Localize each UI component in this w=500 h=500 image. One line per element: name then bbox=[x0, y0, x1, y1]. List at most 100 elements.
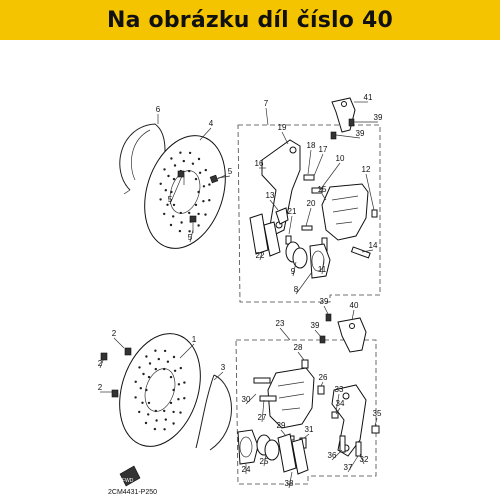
disc-bolt-lower-3 bbox=[111, 389, 119, 398]
callout-26: 26 bbox=[319, 373, 328, 382]
bolt-39-lower-b bbox=[319, 335, 326, 344]
callout-28: 28 bbox=[294, 343, 303, 352]
leader-line bbox=[307, 149, 312, 175]
disc-hole bbox=[169, 223, 173, 227]
disc-hole bbox=[134, 396, 137, 399]
leader-line bbox=[169, 175, 183, 205]
disc-hole bbox=[178, 229, 182, 233]
disc-hole bbox=[197, 224, 200, 227]
disc-hole bbox=[172, 177, 176, 181]
callout-33: 33 bbox=[335, 385, 344, 394]
disc-hole bbox=[166, 360, 170, 363]
disc-bolt-lower-1 bbox=[124, 347, 132, 356]
callout-2: 2 bbox=[112, 329, 117, 338]
disc-hole bbox=[198, 171, 202, 174]
callout-24: 24 bbox=[242, 465, 251, 474]
callout-12: 12 bbox=[362, 165, 371, 174]
disc-hole bbox=[134, 380, 137, 383]
leader-line bbox=[361, 249, 374, 253]
disc-hole bbox=[169, 401, 173, 405]
leader-line bbox=[259, 251, 263, 261]
disc-hole bbox=[172, 410, 175, 414]
callout-34: 34 bbox=[336, 399, 345, 408]
disc-hole bbox=[194, 177, 198, 181]
callout-11: 11 bbox=[318, 265, 327, 274]
leader-line bbox=[303, 433, 310, 439]
bolt-39-lower-a bbox=[325, 313, 332, 322]
callout-13: 13 bbox=[266, 191, 275, 200]
title-banner: Na obrázku díl číslo 40 bbox=[0, 0, 500, 40]
svg-text:FWD: FWD bbox=[122, 478, 134, 484]
leader-line bbox=[359, 453, 365, 465]
leader-line bbox=[199, 127, 212, 141]
leader-line bbox=[335, 393, 340, 413]
disc-hole bbox=[172, 215, 175, 218]
bolt-39-upper-b bbox=[330, 131, 337, 140]
disc-hole bbox=[188, 169, 191, 173]
disc-hole bbox=[182, 159, 185, 163]
disc-hole bbox=[153, 427, 157, 431]
disc-hole bbox=[172, 388, 175, 392]
leader-line bbox=[245, 393, 257, 405]
callout-5: 5 bbox=[228, 167, 233, 176]
pin-18 bbox=[303, 174, 315, 181]
leader-line bbox=[179, 343, 195, 359]
leader-line bbox=[305, 207, 312, 227]
disc-hole bbox=[194, 203, 198, 207]
bolt-39-upper-a bbox=[348, 118, 355, 127]
disc-hole bbox=[141, 401, 144, 404]
callout-22: 22 bbox=[256, 251, 265, 260]
disc-hole bbox=[208, 199, 211, 202]
disc-hole bbox=[147, 401, 151, 405]
clip-ring-lower bbox=[195, 374, 232, 451]
disc-hole bbox=[144, 421, 148, 425]
disc-hole bbox=[138, 366, 141, 369]
leader-line bbox=[261, 399, 265, 423]
disc-bolt-lower-2 bbox=[100, 352, 108, 361]
group-box-upper bbox=[237, 124, 381, 303]
disc-hole bbox=[172, 355, 176, 359]
callout-39: 39 bbox=[374, 113, 383, 122]
disc-hole bbox=[163, 428, 166, 431]
disc-hole bbox=[167, 174, 170, 178]
callout-32: 32 bbox=[360, 455, 369, 464]
leader-line bbox=[99, 357, 105, 369]
disc-hole bbox=[188, 230, 191, 233]
disc-hole bbox=[183, 381, 186, 384]
disc-hole bbox=[157, 357, 160, 361]
disc-hole bbox=[179, 366, 182, 370]
caliper-bracket-upper bbox=[261, 139, 301, 235]
part-28 bbox=[301, 359, 309, 369]
disc-hole bbox=[147, 413, 150, 416]
disc-hole bbox=[179, 151, 182, 154]
leader-line bbox=[295, 271, 313, 295]
pin-14 bbox=[350, 246, 371, 259]
leader-line bbox=[280, 429, 287, 437]
callout-29: 29 bbox=[277, 421, 286, 430]
disc-hole bbox=[179, 411, 182, 414]
callout-40: 40 bbox=[350, 301, 359, 310]
callout-20: 20 bbox=[307, 199, 316, 208]
disc-hole bbox=[145, 355, 148, 358]
callout-38: 38 bbox=[285, 479, 294, 488]
disc-hole bbox=[197, 212, 200, 216]
leader-line bbox=[321, 193, 327, 201]
disc-hole bbox=[164, 418, 167, 421]
part-36 bbox=[339, 435, 346, 453]
seal-9b bbox=[292, 247, 308, 269]
callout-8: 8 bbox=[294, 285, 299, 294]
callout-41: 41 bbox=[364, 93, 373, 102]
disc-hole bbox=[163, 367, 166, 371]
disc-hole bbox=[163, 212, 166, 216]
banner-title: Na obrázku díl číslo 40 bbox=[107, 7, 393, 33]
leader-line bbox=[331, 449, 343, 461]
leader-line bbox=[297, 351, 305, 361]
bleeder-12 bbox=[371, 209, 378, 218]
seal-25b bbox=[264, 439, 280, 461]
part-26 bbox=[317, 385, 325, 395]
disc-hole bbox=[183, 397, 186, 400]
callout-25: 25 bbox=[260, 457, 269, 466]
callout-31: 31 bbox=[305, 425, 314, 434]
callout-16: 16 bbox=[255, 159, 264, 168]
part-35 bbox=[371, 425, 380, 434]
